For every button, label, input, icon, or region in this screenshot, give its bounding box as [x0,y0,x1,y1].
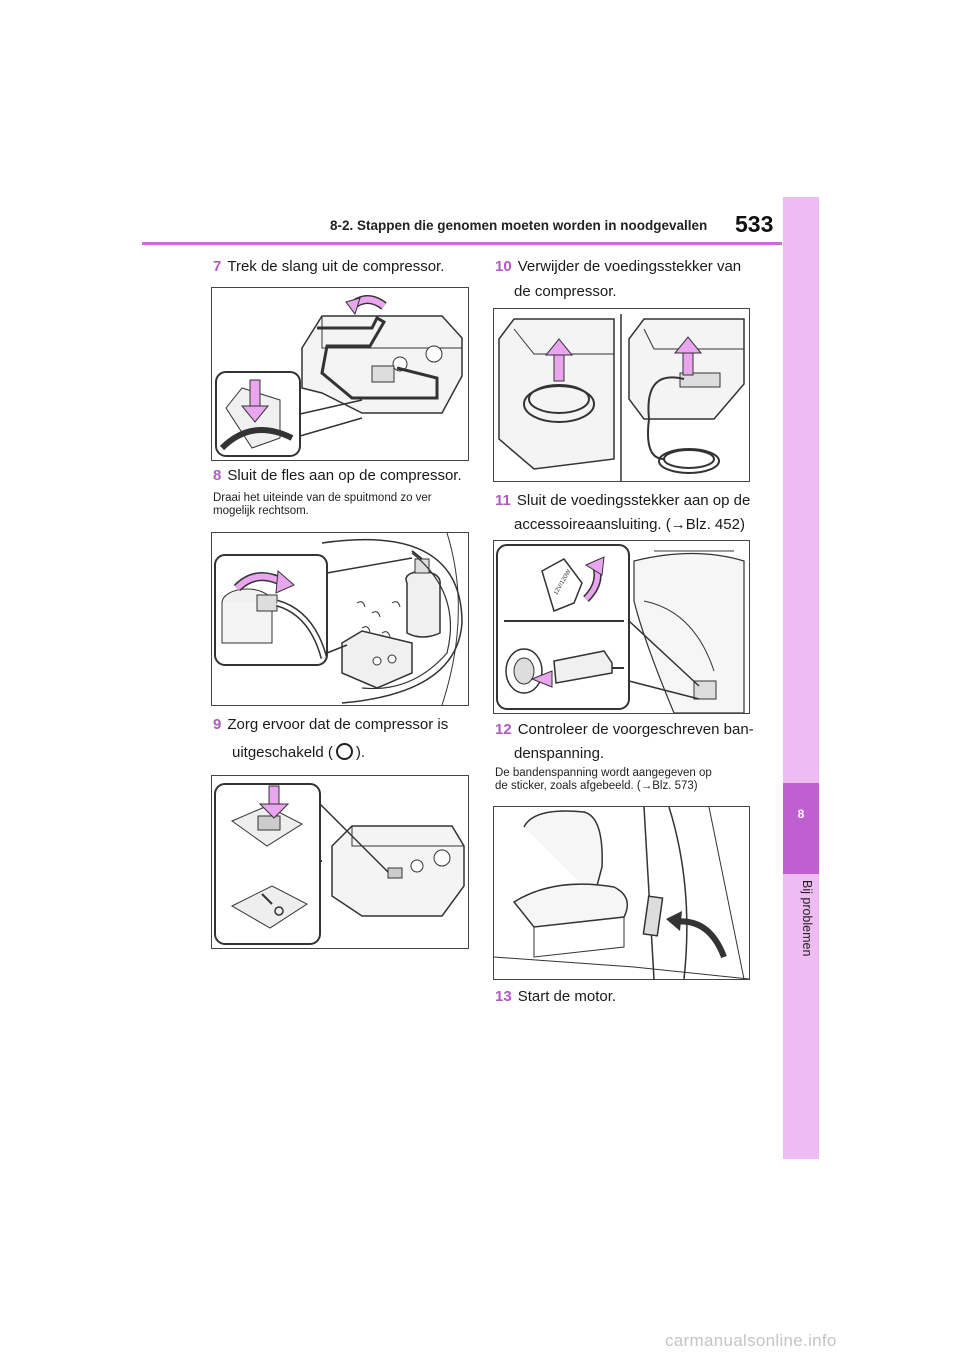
step-text-line1: Controleer de voorgeschreven ban- [517,721,754,738]
chapter-box [783,783,819,874]
step-text: Trek de slang uit de compressor. [227,258,445,275]
watermark: carmanualsonline.info [665,1331,837,1350]
figure-tire-pressure-sticker [493,806,750,980]
step-number: 13 [495,988,512,1005]
step-number: 11 [495,492,511,509]
step-12: 12 Controleer de voorgeschreven ban- [495,718,754,741]
step-text-line2-post: ). [355,744,366,761]
step-number: 9 [213,716,222,733]
step-text-line2: de compressor. [514,283,617,300]
figure-plug-removal [493,308,750,482]
figure-switch-off [211,775,469,949]
note-line1: De bandenspanning wordt aangegeven op [495,767,712,779]
step-12-note: De bandenspanning wordt aangegeven op de… [495,767,750,793]
step-text: Start de motor. [517,988,617,1005]
step-text-line1: Zorg ervoor dat de compressor is [227,716,449,733]
side-tab [783,197,819,1159]
step-10: 10 Verwijder de voedingsstekker van [495,255,741,278]
chapter-number: 8 [797,807,805,821]
step-8: 8 Sluit de fles aan op de compressor. [213,464,462,487]
step-text-line2: denspanning. [514,745,605,762]
step-text-line1: Verwijder de voedingsstekker van [517,258,742,275]
step-13: 13 Start de motor. [495,985,616,1008]
step-text-line2-pre: uitgeschakeld ( [232,744,333,761]
power-off-symbol-icon [335,743,353,760]
step-number: 7 [213,258,222,275]
step-9: 9 Zorg ervoor dat de compressor is [213,713,448,736]
step-7: 7 Trek de slang uit de compressor. [213,255,444,278]
step-11: 11 Sluit de voedingsstekker aan op de [495,489,750,512]
chapter-label: Bij problemen [800,880,814,957]
note-line2: de sticker, zoals afgebeeld. (→Blz. 573) [495,780,698,792]
step-text-line2: accessoireaansluiting. (→Blz. 452) [514,516,745,533]
section-title: 8-2. Stappen die genomen moeten worden i… [330,218,708,233]
header-rule [142,242,782,245]
page-number: 533 [735,211,774,237]
step-number: 12 [495,721,512,738]
step-8-note: Draai het uiteinde van de spuitmond zo v… [213,492,432,517]
step-text-line1: Sluit de voedingsstekker aan op de [516,492,751,509]
step-number: 10 [495,258,512,275]
step-9-line2: uitgeschakeld (). [232,741,365,764]
step-text: Sluit de fles aan op de compressor. [227,467,462,484]
figure-bottle-connect [211,532,469,706]
step-number: 8 [213,467,222,484]
figure-hose-removal [211,287,469,461]
figure-accessory-socket: 12V/120W [493,540,750,714]
